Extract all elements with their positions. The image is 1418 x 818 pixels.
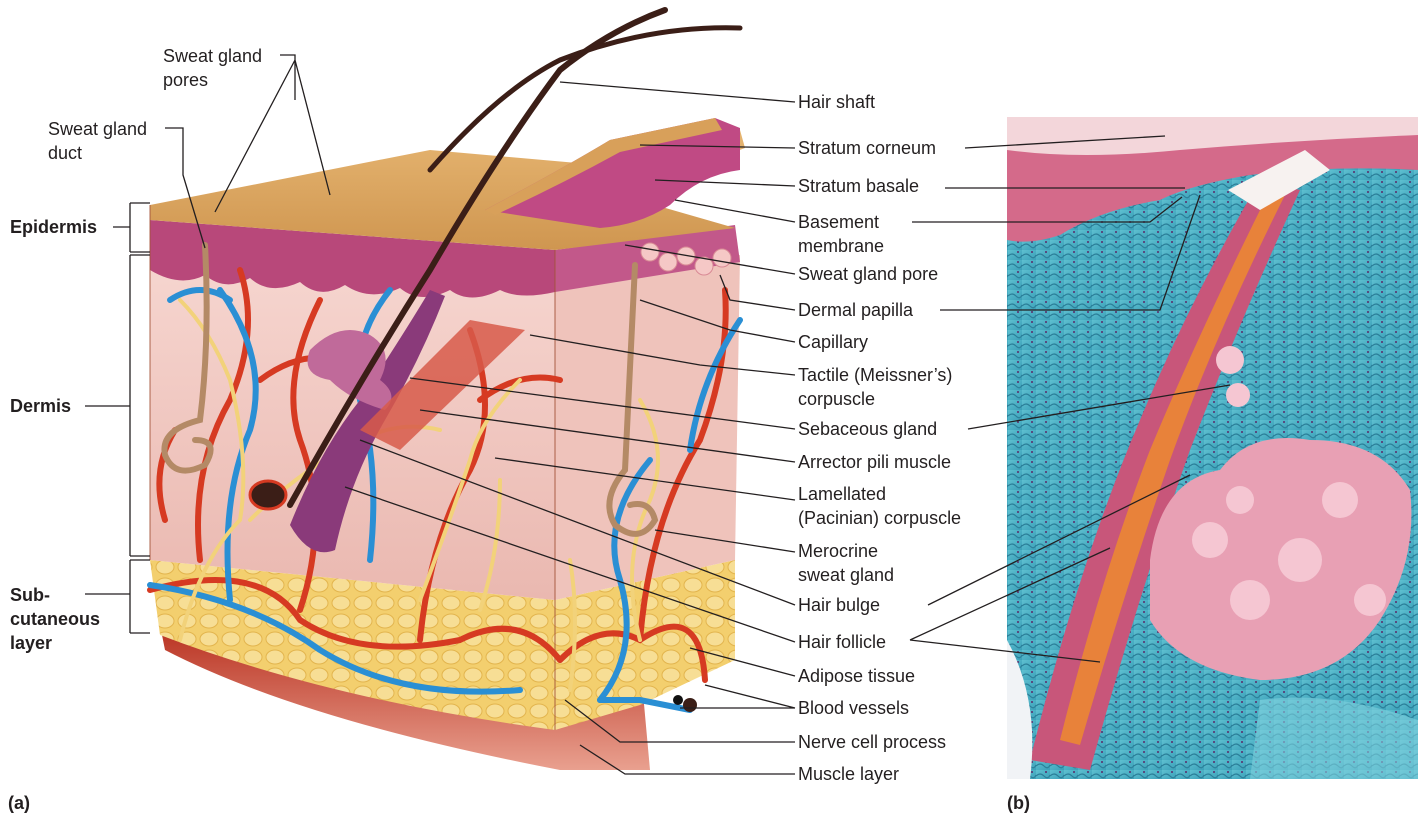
label-basement-membrane-2: membrane [798,234,884,258]
label-hair-shaft: Hair shaft [798,90,875,114]
label-lamellated-corpuscle-2: (Pacinian) corpuscle [798,506,961,530]
label-subcutaneous-3: layer [10,631,52,655]
label-tactile-corpuscle-1: Tactile (Meissner’s) [798,363,952,387]
label-nerve-cell-process: Nerve cell process [798,730,946,754]
label-sweat-gland-pores-1: Sweat gland [163,44,262,68]
hair-bulb [250,481,286,509]
label-sebaceous-gland: Sebaceous gland [798,417,937,441]
skin-block [150,10,745,770]
label-dermis: Dermis [10,394,71,418]
panel-b-letter: (b) [1007,793,1030,814]
label-hair-bulge: Hair bulge [798,593,880,617]
label-sweat-gland-pore: Sweat gland pore [798,262,938,286]
label-stratum-corneum: Stratum corneum [798,136,936,160]
dermis-side [555,255,740,600]
label-dermal-papilla: Dermal papilla [798,298,913,322]
label-capillary: Capillary [798,330,868,354]
label-epidermis: Epidermis [10,215,97,239]
label-subcutaneous-2: cutaneous [10,607,100,631]
label-blood-vessels: Blood vessels [798,696,909,720]
label-arrector-pili: Arrector pili muscle [798,450,951,474]
label-hair-follicle: Hair follicle [798,630,886,654]
label-merocrine-gland-1: Merocrine [798,539,878,563]
label-sweat-gland-duct-1: Sweat gland [48,117,147,141]
label-lamellated-corpuscle-1: Lamellated [798,482,886,506]
label-muscle-layer: Muscle layer [798,762,899,786]
panel-a-letter: (a) [8,793,30,814]
micrograph [1007,117,1418,779]
label-merocrine-gland-2: sweat gland [798,563,894,587]
label-adipose-tissue: Adipose tissue [798,664,915,688]
label-stratum-basale: Stratum basale [798,174,919,198]
label-sweat-gland-pores-2: pores [163,68,208,92]
label-subcutaneous-1: Sub- [10,583,50,607]
label-sweat-gland-duct-2: duct [48,141,82,165]
label-tactile-corpuscle-2: corpuscle [798,387,875,411]
label-basement-membrane-1: Basement [798,210,879,234]
